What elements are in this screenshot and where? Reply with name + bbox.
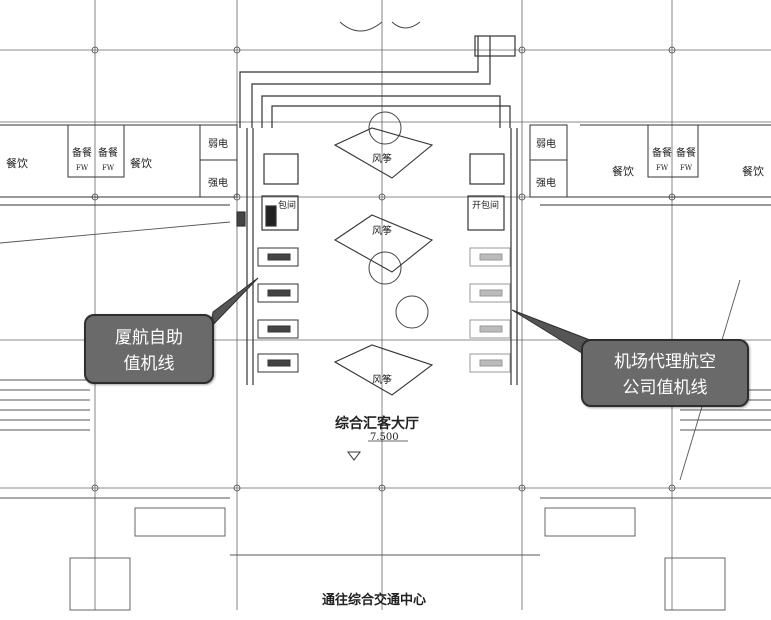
kite-label: 风筝 <box>372 373 392 386</box>
room-label: FW <box>656 164 669 172</box>
counters-right <box>469 247 511 373</box>
room-label: 餐饮 <box>742 164 764 178</box>
room-label: FW <box>76 164 89 172</box>
right-callout-pointer <box>511 309 591 359</box>
left-callout: 厦航自助 值机线 <box>84 314 214 384</box>
kite-label: 风筝 <box>372 224 392 237</box>
room-label: 弱电 <box>208 137 228 150</box>
room-label: 餐饮 <box>130 156 152 170</box>
room-label: 餐饮 <box>6 156 28 170</box>
room-label: 备餐 <box>72 146 92 159</box>
duct <box>239 35 516 128</box>
bottom-caption: 通往综合交通中心 <box>322 592 426 608</box>
kites <box>333 127 434 396</box>
elevation-label: 7.500 <box>370 432 399 443</box>
upper-walls <box>0 124 771 206</box>
left-callout-line1: 厦航自助 <box>115 328 183 348</box>
room-label: 开包间 <box>472 199 499 211</box>
kite-label: 风筝 <box>372 152 392 165</box>
hall-circles <box>368 111 429 329</box>
room-label: 强电 <box>536 176 556 189</box>
right-callout: 机场代理航空 公司值机线 <box>581 339 749 407</box>
right-callout-line2: 公司值机线 <box>622 378 708 398</box>
top-arcs <box>339 21 421 32</box>
room-label: FW <box>680 164 693 172</box>
hall-name-label: 综合汇客大厅 <box>335 415 419 432</box>
right-callout-line1: 机场代理航空 <box>614 352 716 372</box>
room-label: 备餐 <box>676 146 696 159</box>
room-label: 餐饮 <box>612 164 634 178</box>
left-callout-pointer <box>209 277 259 330</box>
hall-walls <box>236 128 518 385</box>
lower-structures <box>0 221 771 611</box>
room-label: 弱电 <box>536 137 556 150</box>
left-callout-line2: 值机线 <box>123 354 175 374</box>
counters-left <box>257 247 299 373</box>
room-label: 备餐 <box>98 146 118 159</box>
room-label: 包间 <box>278 199 296 211</box>
room-label: 强电 <box>208 176 228 189</box>
room-label: 备餐 <box>652 146 672 159</box>
room-label: FW <box>102 164 115 172</box>
elevation-marker <box>347 451 361 461</box>
